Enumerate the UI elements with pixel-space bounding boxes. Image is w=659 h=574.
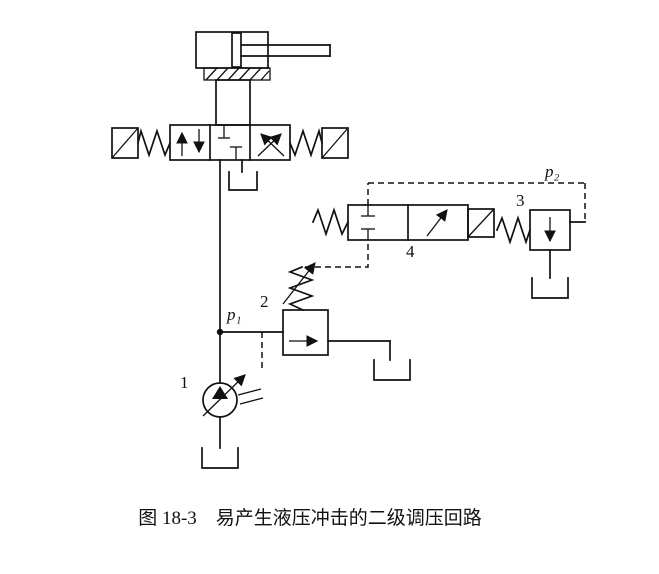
tank-symbol-remote [531, 277, 569, 299]
pump-shaft [237, 388, 264, 405]
pressure-p1-label: p₁ [226, 305, 241, 324]
main-relief-valve [282, 262, 411, 381]
remote-relief-valve [495, 209, 571, 299]
pilot-solenoid-valve-label: 4 [406, 242, 415, 261]
dcv-solenoid-right [321, 127, 349, 159]
dcv-spring-right [288, 127, 324, 158]
blocked-port-symbols [361, 205, 375, 240]
tank-symbol-pump [201, 447, 239, 469]
dcv-position-parallel [176, 129, 205, 156]
tank-symbol-dcv [228, 159, 258, 191]
pilot-line-upper [367, 182, 586, 223]
cylinder-rod [240, 44, 331, 57]
valve4-solenoid [467, 208, 495, 238]
valve4-flow-arrow [426, 209, 448, 237]
remote-relief-spring [495, 215, 532, 245]
cylinder-port-stem [215, 79, 251, 126]
remote-relief-valve-label: 3 [516, 191, 525, 210]
pilot-solenoid-valve [311, 204, 495, 241]
pump-label: 1 [180, 373, 189, 392]
directional-control-valve [111, 124, 349, 161]
main-relief-valve-label: 2 [260, 292, 269, 311]
dcv-solenoid-left [111, 127, 139, 159]
tank-symbol-relief [373, 359, 411, 381]
relief-spring [287, 265, 315, 312]
pilot-line-lower [305, 241, 369, 268]
figure-caption: 图 18-3 易产生液压冲击的二级调压回路 [138, 507, 482, 529]
dcv-position-closed [218, 125, 242, 160]
cylinder-mount-hatching [203, 67, 271, 81]
relief-adjust-arrow [282, 262, 316, 305]
pump [201, 374, 264, 469]
dcv-spring-left [136, 127, 172, 158]
relief-valve-body [282, 309, 329, 356]
valve4-spring [311, 207, 350, 237]
cylinder-piston [231, 32, 242, 68]
relief-outlet-line [327, 340, 391, 361]
pump-variable-arrow [202, 374, 246, 417]
main-pressure-line [216, 159, 284, 384]
hydraulic-cylinder [195, 31, 331, 69]
dcv-position-crossed [257, 133, 285, 157]
pressure-p2-label: p₂ [544, 162, 560, 181]
